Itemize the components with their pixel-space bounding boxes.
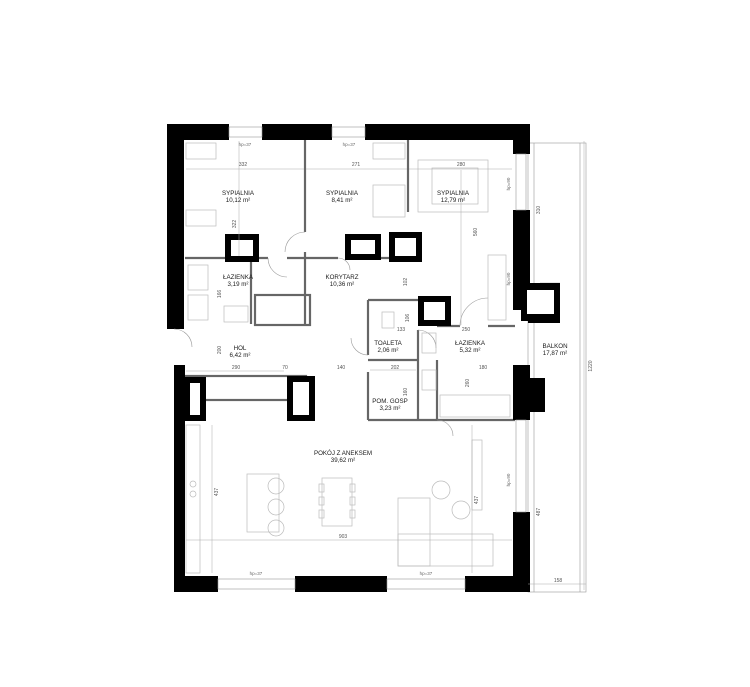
room-area-balkon: 17,87 m² [543,350,567,357]
dim-310: 310 [536,206,542,215]
hp-label-bottom-left: hp=37 [250,571,263,576]
dim-260: 260 [465,379,471,388]
dimension-labels: 332 271 280 322 560 166 102 106 133 250 … [214,162,594,584]
dim-102: 102 [403,278,409,287]
hp-label-right-bottom: hp=90 [506,473,511,486]
room-area-sypialnia-1: 10,12 m² [226,197,250,204]
dim-133: 133 [397,327,406,333]
dim-290: 290 [232,365,241,371]
dim-70: 70 [282,365,288,371]
room-name-korytarz: KORYTARZ [325,274,358,281]
hp-label-right-mid: hp=90 [506,272,511,285]
doors [173,231,489,437]
dim-250: 250 [462,327,471,333]
dim-158: 158 [554,578,563,584]
dim-437-left: 437 [214,488,220,497]
dim-322: 322 [232,220,238,229]
room-name-toaleta: TOALETA [374,340,402,347]
hp-label-right-top: hp=90 [506,177,511,190]
hp-label-top-left: hp=37 [239,142,252,147]
hp-label-bottom-right: hp=37 [420,571,433,576]
room-area-sypialnia-3: 12,79 m² [441,197,465,204]
dim-166: 166 [217,290,223,299]
room-name-balkon: BALKON [542,343,567,350]
room-name-pokoj: POKÓJ Z ANEKSEM [314,450,372,457]
room-area-korytarz: 10,36 m² [330,281,354,288]
room-area-hol: 6,42 m² [230,352,251,359]
room-name-lazienka-1: ŁAZIENKA [223,274,254,281]
room-area-sypialnia-2: 8,41 m² [332,197,353,204]
dim-200: 200 [217,346,223,355]
dim-437-right: 437 [474,496,480,505]
dim-487: 487 [536,508,542,517]
room-name-sypialnia-3: SYPIALNIA [437,190,470,197]
dim-180: 180 [479,365,488,371]
room-labels: SYPIALNIA 10,12 m² SYPIALNIA 8,41 m² SYP… [222,190,568,464]
room-name-pom-gosp: POM. GOSP [372,398,407,405]
room-area-lazienka-2: 5,32 m² [460,347,481,354]
furniture [185,142,511,574]
windows [217,126,527,590]
room-area-toaleta: 2,06 m² [378,347,399,354]
sill-height-labels: hp=37 hp=37 hp=37 hp=37 hp=90 hp=90 hp=9… [239,142,511,576]
dim-332: 332 [239,162,248,168]
dim-280: 280 [457,162,466,168]
room-area-pokoj: 39,62 m² [331,457,355,464]
room-name-sypialnia-1: SYPIALNIA [222,190,255,197]
dim-560: 560 [473,228,479,237]
dim-271: 271 [352,162,361,168]
dim-903: 903 [339,534,348,540]
room-name-hol: HOL [234,345,247,352]
room-name-lazienka-2: ŁAZIENKA [455,340,486,347]
room-name-sypialnia-2: SYPIALNIA [326,190,359,197]
dimension-lines [186,141,586,590]
dim-160: 160 [403,388,409,397]
room-area-lazienka-1: 3,19 m² [228,281,249,288]
room-area-pom-gosp: 3,23 m² [380,405,401,412]
hp-label-top-mid: hp=37 [343,142,356,147]
dim-1220: 1220 [588,360,594,371]
dim-202: 202 [391,365,400,371]
dim-106: 106 [405,314,411,323]
exterior-walls [167,124,560,592]
dim-140: 140 [337,365,346,371]
